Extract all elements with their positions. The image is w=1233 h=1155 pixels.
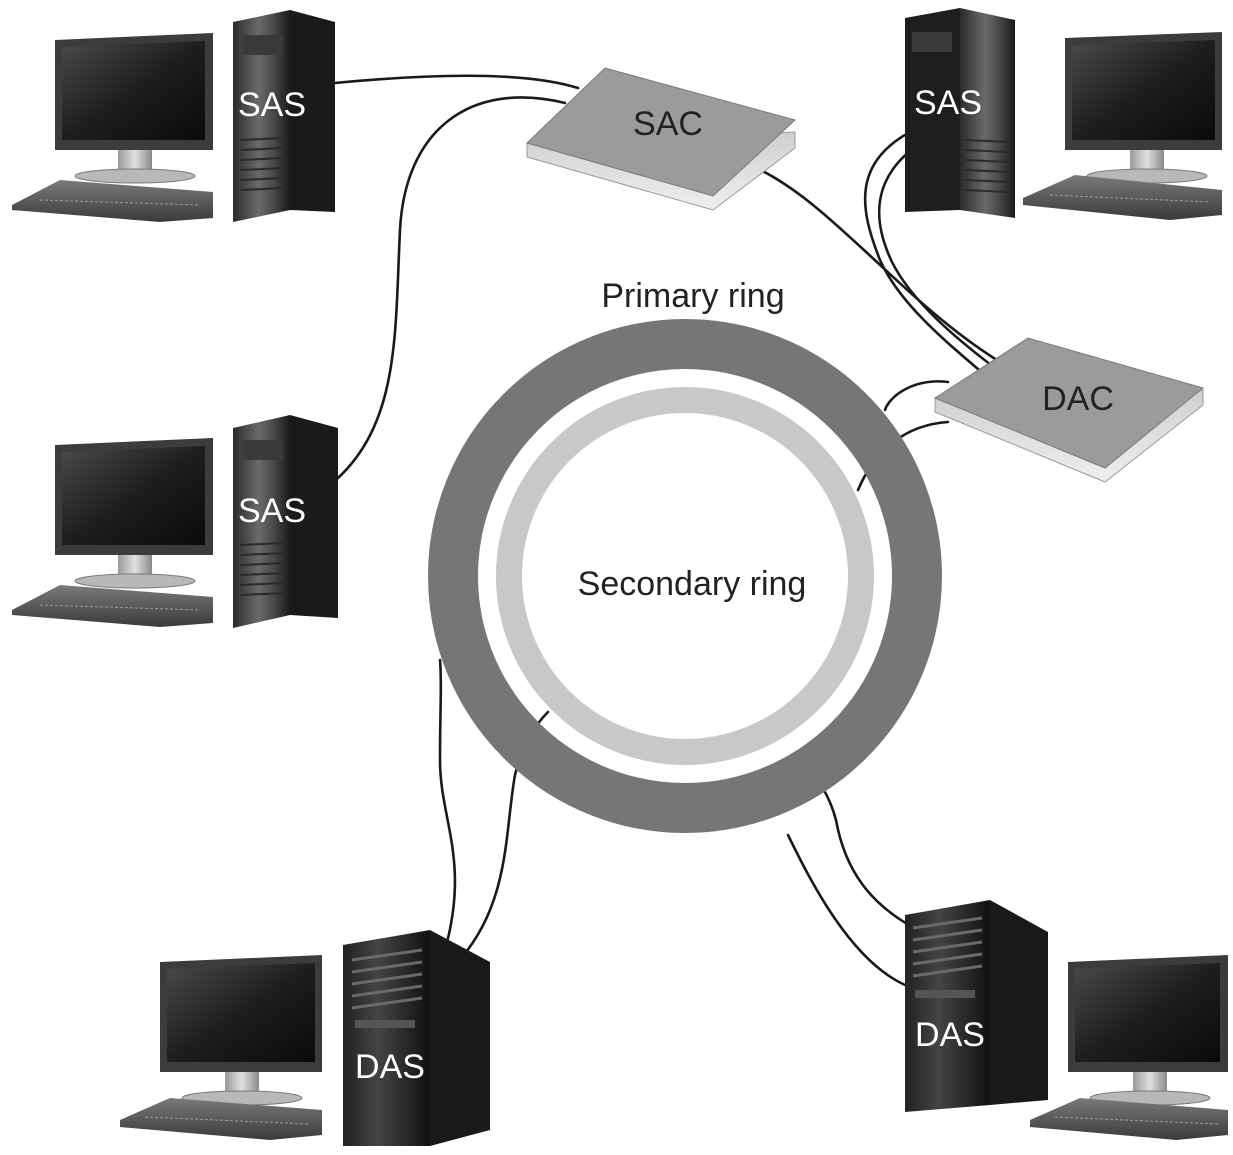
cables (333, 74, 1002, 987)
secondary-ring (496, 387, 874, 765)
cable-das-right-to-primary-ring (786, 833, 907, 987)
monitor-icon (1068, 955, 1228, 1106)
keyboard-icon (12, 585, 213, 627)
das-bottom-left-station: DAS (120, 930, 490, 1146)
dac-label: DAC (1042, 380, 1114, 418)
keyboard-icon (1030, 1098, 1228, 1140)
tower-icon: DAS (343, 930, 490, 1146)
cable-das-left-to-primary-ring (438, 658, 457, 952)
cable-sas-top-left-to-sac (333, 74, 580, 90)
primary-ring-label: Primary ring (601, 277, 784, 315)
secondary-ring-label: Secondary ring (578, 565, 807, 603)
das-bottom-right-label: DAS (915, 1016, 985, 1054)
das-bottom-right-station: DAS (905, 900, 1228, 1140)
sas-top-right-label: SAS (914, 84, 982, 122)
tower-icon: DAS (905, 900, 1048, 1112)
monitor-icon (160, 955, 322, 1106)
dac-concentrator: DAC (933, 337, 1205, 483)
tower-icon: SAS (905, 8, 1015, 218)
rings: Primary ring Secondary ring (428, 277, 942, 833)
sac-concentrator: SAC (526, 67, 796, 211)
das-bottom-left-label: DAS (355, 1048, 425, 1086)
cable-sas-top-right-to-dac-a (863, 126, 987, 377)
monitor-icon (1065, 32, 1222, 184)
cable-dac-to-primary-ring (883, 380, 950, 412)
sas-top-left-label: SAS (238, 86, 306, 124)
keyboard-icon (12, 180, 213, 222)
keyboard-icon (1023, 175, 1222, 220)
sas-top-right-station: SAS (905, 8, 1222, 220)
primary-ring (428, 319, 942, 833)
keyboard-icon (120, 1098, 322, 1140)
sas-mid-left-label: SAS (238, 492, 306, 530)
cable-sas-top-right-to-dac-b (877, 138, 997, 370)
sac-label: SAC (633, 105, 703, 143)
tower-icon: SAS (233, 10, 335, 222)
sas-top-left-station: SAS (12, 10, 335, 222)
cable-sas-mid-left-to-sac (336, 96, 567, 480)
sas-mid-left-station: SAS (12, 415, 338, 628)
tower-icon: SAS (233, 415, 338, 628)
monitor-icon (55, 33, 213, 184)
cable-sac-to-dac (750, 164, 1002, 364)
monitor-icon (55, 438, 213, 589)
